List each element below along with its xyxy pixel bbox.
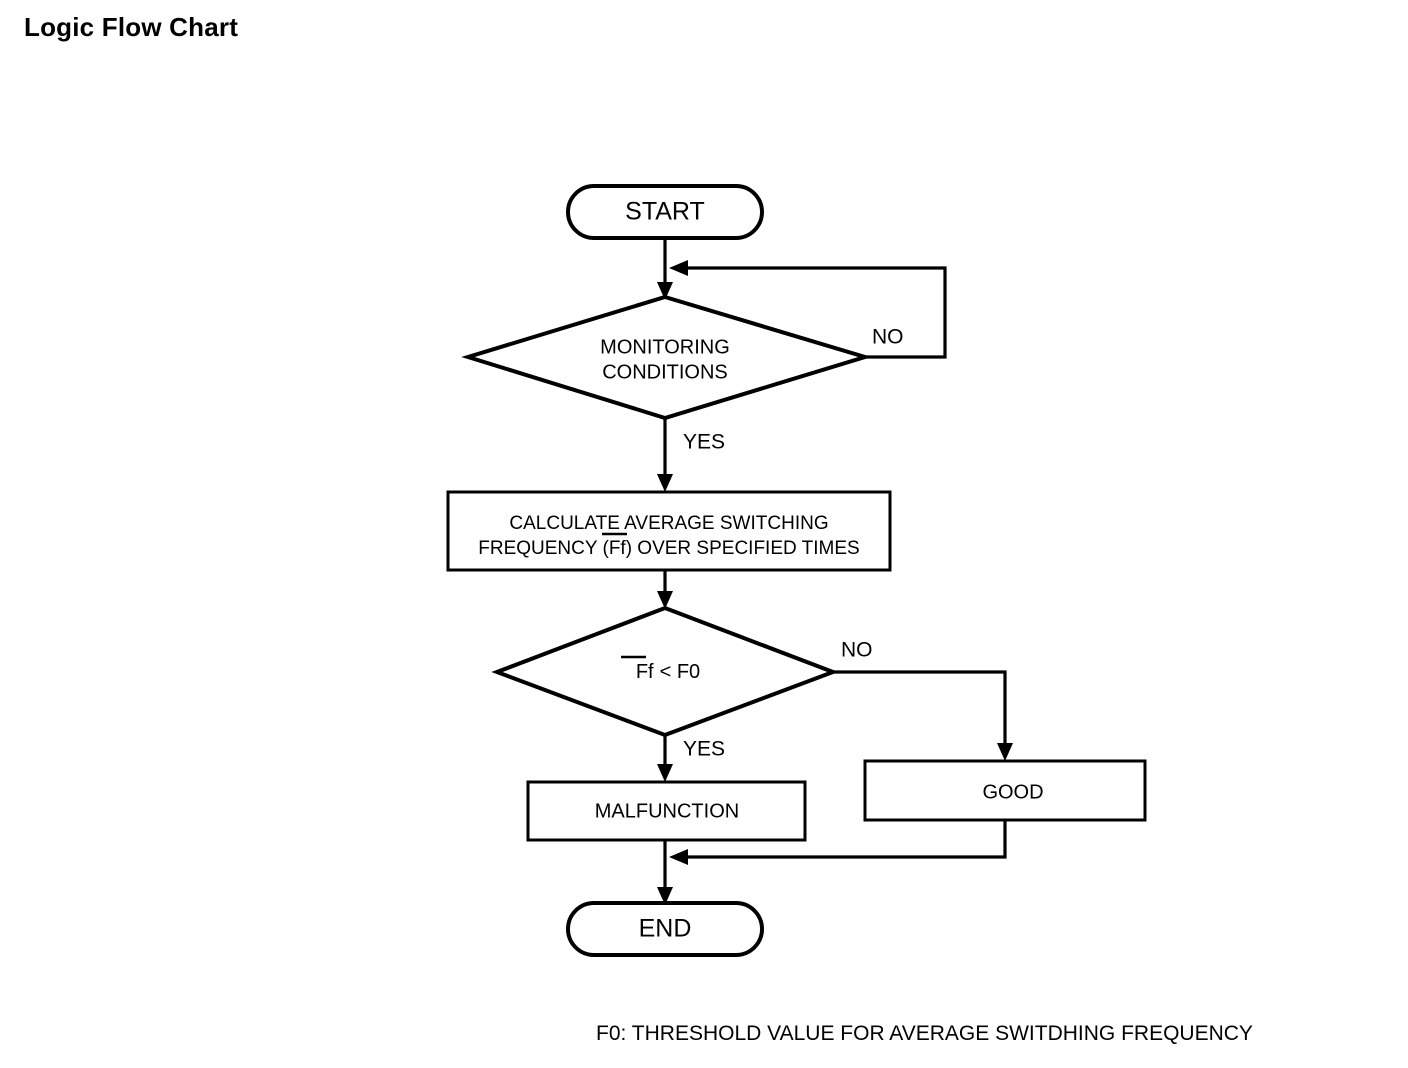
node-good[interactable]: GOOD (863, 759, 1147, 822)
footnote-text: F0: THRESHOLD VALUE FOR AVERAGE SWITDHIN… (596, 1022, 1253, 1045)
edge-monitoring-no-loop (669, 260, 947, 359)
node-calculate-label-line2: FREQUENCY (Ff) OVER SPECIFIED TIMES (478, 538, 859, 559)
calc-line2-post: ) OVER SPECIFIED TIMES (626, 538, 860, 559)
edge-label-compare-yes: YES (683, 738, 725, 761)
edge-good-to-end (669, 820, 1007, 865)
edge-calculate-to-compare (657, 570, 673, 609)
edge-monitoring-yes-to-calculate (657, 418, 673, 492)
node-malfunction-label: MALFUNCTION (595, 800, 739, 822)
calc-line2-bar-text: Ff (609, 538, 627, 559)
node-start[interactable]: START (566, 184, 764, 240)
edge-label-compare-no: NO (841, 639, 873, 662)
edge-label-monitoring-no: NO (872, 326, 904, 349)
node-calculate-label-line1: CALCULATE AVERAGE SWITCHING (509, 513, 828, 534)
edge-start-to-monitoring (657, 238, 673, 300)
node-good-label: GOOD (982, 781, 1043, 803)
node-end[interactable]: END (566, 901, 764, 957)
edge-compare-no-to-good (833, 670, 1013, 761)
edge-label-monitoring-yes: YES (683, 431, 725, 454)
node-end-label: END (639, 915, 692, 943)
node-monitoring-label-line2: CONDITIONS (602, 361, 728, 383)
node-compare-ff-f0[interactable]: Ff < F0 (491, 605, 839, 738)
edge-compare-yes-to-malfunction (657, 735, 673, 782)
node-monitoring-conditions[interactable]: MONITORING CONDITIONS (461, 294, 872, 421)
node-calculate-average[interactable]: CALCULATE AVERAGE SWITCHING FREQUENCY (F… (446, 490, 892, 572)
compare-rest-text: < F0 (660, 661, 701, 683)
edge-malfunction-to-end (657, 840, 673, 905)
node-compare-label: Ff < F0 (636, 661, 700, 683)
calc-line2-pre: FREQUENCY ( (478, 538, 609, 559)
node-start-label: START (625, 198, 705, 226)
compare-bar-text: Ff (636, 661, 654, 683)
node-malfunction[interactable]: MALFUNCTION (526, 780, 807, 842)
node-monitoring-label-line1: MONITORING (600, 336, 730, 358)
page-title: Logic Flow Chart (24, 12, 239, 42)
